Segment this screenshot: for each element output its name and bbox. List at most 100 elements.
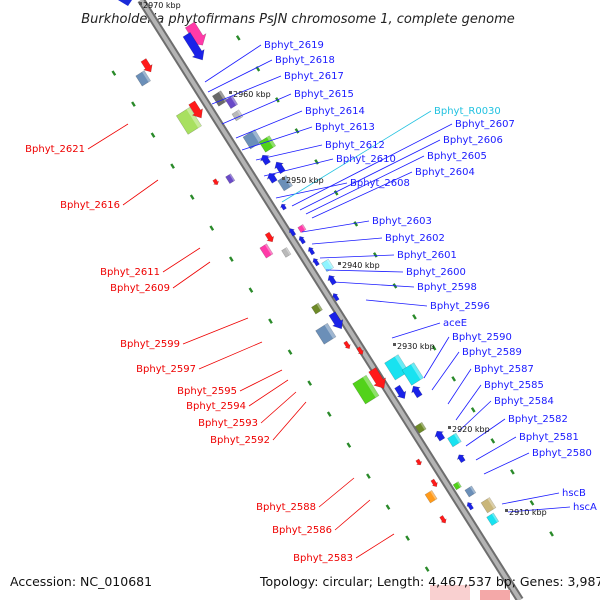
gene-feature xyxy=(480,497,497,514)
gene-feature xyxy=(332,293,340,302)
gene-label: Bphyt_2614 xyxy=(305,106,365,117)
gene-label: Bphyt_2621 xyxy=(25,144,85,155)
gene-label: Bphyt_2604 xyxy=(415,167,475,178)
gene-feature xyxy=(411,385,423,399)
gene-label: Bphyt_2594 xyxy=(186,401,246,412)
gene-features xyxy=(135,21,500,527)
gene-feature xyxy=(175,106,202,135)
gene-label: Bphyt_2619 xyxy=(264,40,324,51)
gene-feature xyxy=(288,228,297,237)
gene-label: Bphyt_2606 xyxy=(443,135,503,146)
gene-feature xyxy=(486,512,500,527)
gene-label: Bphyt_2583 xyxy=(293,553,353,564)
gene-label: Bphyt_2605 xyxy=(427,151,487,162)
chromosome-backbone xyxy=(137,0,524,600)
gene-label: Bphyt_2581 xyxy=(519,432,579,443)
accession-text: Accession: NC_010681 xyxy=(10,574,152,589)
gene-feature xyxy=(258,135,277,153)
gene-label: Bphyt_2589 xyxy=(462,347,522,358)
gene-feature xyxy=(188,100,203,119)
gene-label: aceE xyxy=(443,318,467,329)
gene-label: Bphyt_2618 xyxy=(275,55,335,66)
gene-label: Bphyt_2580 xyxy=(532,448,592,459)
gene-feature xyxy=(277,175,293,192)
gene-label: Bphyt_2588 xyxy=(256,502,316,513)
gene-feature xyxy=(182,32,205,61)
gene-feature xyxy=(434,430,446,442)
gene-feature xyxy=(212,90,228,107)
gene-feature xyxy=(401,362,424,386)
gene-feature xyxy=(439,515,447,524)
gene-feature xyxy=(259,243,274,259)
kbp-mark: 2960 kbp xyxy=(233,90,271,99)
gene-label: Bphyt_2584 xyxy=(494,396,554,407)
gene-feature xyxy=(368,367,386,389)
gene-feature xyxy=(311,302,323,315)
gene-feature xyxy=(452,481,462,491)
gene-label: Bphyt_2590 xyxy=(452,332,512,343)
gene-feature xyxy=(466,502,474,511)
gene-feature xyxy=(424,489,438,504)
gene-feature xyxy=(140,58,153,73)
gene-label: Bphyt_R0030 xyxy=(434,106,501,117)
gene-label: Bphyt_2608 xyxy=(350,178,410,189)
gene-label: Bphyt_2587 xyxy=(474,364,534,375)
kbp-mark: 2970 kbp xyxy=(143,1,181,10)
gene-label: Bphyt_2597 xyxy=(136,364,196,375)
kbp-mark: 2920 kbp xyxy=(452,425,490,434)
gene-label: Bphyt_2613 xyxy=(315,122,375,133)
gene-label: Bphyt_2600 xyxy=(406,267,466,278)
gene-label: hscB xyxy=(562,488,586,499)
gene-label: Bphyt_2592 xyxy=(210,435,270,446)
gene-feature xyxy=(274,161,286,175)
kbp-mark: 2940 kbp xyxy=(342,261,380,270)
gene-feature xyxy=(264,231,275,243)
map-title: Burkholderia phytofirmans PsJN chromosom… xyxy=(81,12,515,27)
gene-feature xyxy=(212,178,220,185)
gene-label: Bphyt_2601 xyxy=(397,250,457,261)
gene-label: Bphyt_2610 xyxy=(336,154,396,165)
gene-label: Bphyt_2615 xyxy=(294,89,354,100)
gene-label: hscA xyxy=(573,502,597,513)
tick-dots xyxy=(111,35,554,572)
gene-label: Bphyt_2582 xyxy=(508,414,568,425)
gene-feature xyxy=(384,354,410,381)
gene-feature xyxy=(430,478,438,488)
label-leaders xyxy=(87,44,571,559)
gene-feature xyxy=(266,172,278,184)
gene-feature xyxy=(307,246,316,256)
gene-label: Bphyt_2586 xyxy=(272,525,332,536)
gene-feature xyxy=(321,258,335,273)
gene-label: Bphyt_2598 xyxy=(417,282,477,293)
gene-feature xyxy=(394,384,407,399)
gene-label: Bphyt_2616 xyxy=(60,200,120,211)
gene-feature xyxy=(260,154,271,166)
gene-feature xyxy=(327,275,337,286)
kbp-mark: 2930 kbp xyxy=(397,342,435,351)
gene-label: Bphyt_2607 xyxy=(455,119,515,130)
gene-label: Bphyt_2595 xyxy=(177,386,237,397)
gene-feature xyxy=(312,258,320,267)
gene-label: Bphyt_2617 xyxy=(284,71,344,82)
gene-feature xyxy=(352,374,380,405)
gene-label: Bphyt_2602 xyxy=(385,233,445,244)
gene-feature xyxy=(242,129,263,150)
gene-feature xyxy=(415,458,423,466)
gene-label: Bphyt_2603 xyxy=(372,216,432,227)
gene-feature xyxy=(328,311,344,330)
gene-feature xyxy=(447,432,462,448)
gene-feature xyxy=(414,421,427,434)
gene-label: Bphyt_2593 xyxy=(198,418,258,429)
gene-feature xyxy=(225,173,236,185)
gene-feature xyxy=(135,70,151,87)
gene-label: Bphyt_2611 xyxy=(100,267,160,278)
gene-feature xyxy=(298,236,306,245)
gene-label: Bphyt_2609 xyxy=(110,283,170,294)
gene-feature xyxy=(464,485,477,498)
gene-feature xyxy=(281,247,292,258)
gene-feature xyxy=(297,224,307,234)
gene-feature xyxy=(456,454,466,464)
gene-label: Bphyt_2599 xyxy=(120,339,180,350)
